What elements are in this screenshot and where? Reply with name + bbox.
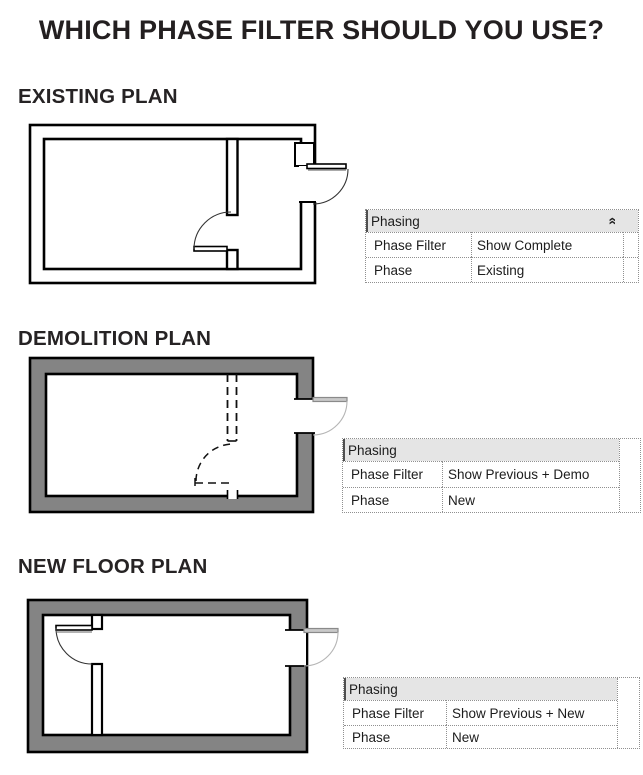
section-heading-new: NEW FLOOR PLAN (18, 555, 208, 578)
property-value-phase-filter[interactable]: Show Previous + Demo (442, 461, 619, 487)
exterior-walls (28, 356, 315, 514)
existing-floor-plan-drawing (28, 123, 349, 285)
property-value-phase[interactable]: New (442, 487, 619, 512)
property-label-phase-filter: Phase Filter (366, 232, 471, 257)
demolition-floor-plan-drawing (28, 356, 348, 514)
panel-spacer-cell (619, 439, 640, 512)
panel-spacer-cell (623, 257, 638, 282)
demolished-door (194, 443, 234, 486)
panel-title: Phasing (349, 681, 398, 697)
exterior-walls (28, 123, 317, 285)
property-value-phase-filter[interactable]: Show Previous + New (446, 700, 617, 725)
phasing-panel-header[interactable]: Phasing (344, 678, 617, 700)
interior-partition (225, 137, 239, 271)
panel-spacer-cell (617, 678, 639, 748)
exterior-door (294, 396, 348, 436)
panel-title: Phasing (348, 442, 397, 458)
new-partition (90, 613, 104, 737)
panel-spacer-cell (623, 232, 638, 257)
property-label-phase-filter: Phase Filter (343, 461, 442, 487)
phasing-panel-existing: Phasing » Phase Filter Show Complete Pha… (365, 209, 639, 283)
interior-door (193, 211, 232, 252)
exterior-walls (26, 598, 309, 754)
new-door (55, 624, 93, 665)
exterior-door (285, 627, 339, 667)
section-heading-demolition: DEMOLITION PLAN (18, 327, 212, 350)
property-label-phase: Phase (344, 725, 446, 748)
property-label-phase: Phase (366, 257, 471, 282)
phasing-panel-header[interactable]: Phasing » (366, 210, 638, 232)
page-title: WHICH PHASE FILTER SHOULD YOU USE? (38, 15, 605, 45)
property-value-phase-filter[interactable]: Show Complete (471, 232, 623, 257)
property-label-phase-filter: Phase Filter (344, 700, 446, 725)
phasing-panel-new: Phasing Phase Filter Show Previous + New… (343, 677, 640, 749)
exterior-door (299, 163, 349, 205)
new-floor-plan-drawing (26, 598, 339, 754)
property-value-phase[interactable]: Existing (471, 257, 623, 282)
section-heading-existing: EXISTING PLAN (18, 85, 178, 108)
demolished-partition (226, 374, 239, 499)
property-value-phase[interactable]: New (446, 725, 617, 748)
phasing-panel-header[interactable]: Phasing (343, 439, 619, 461)
property-label-phase: Phase (343, 487, 442, 512)
double-chevron-up-icon[interactable]: » (603, 217, 620, 225)
phasing-panel-demolition: Phasing Phase Filter Show Previous + Dem… (342, 438, 641, 513)
panel-title: Phasing (371, 213, 420, 229)
